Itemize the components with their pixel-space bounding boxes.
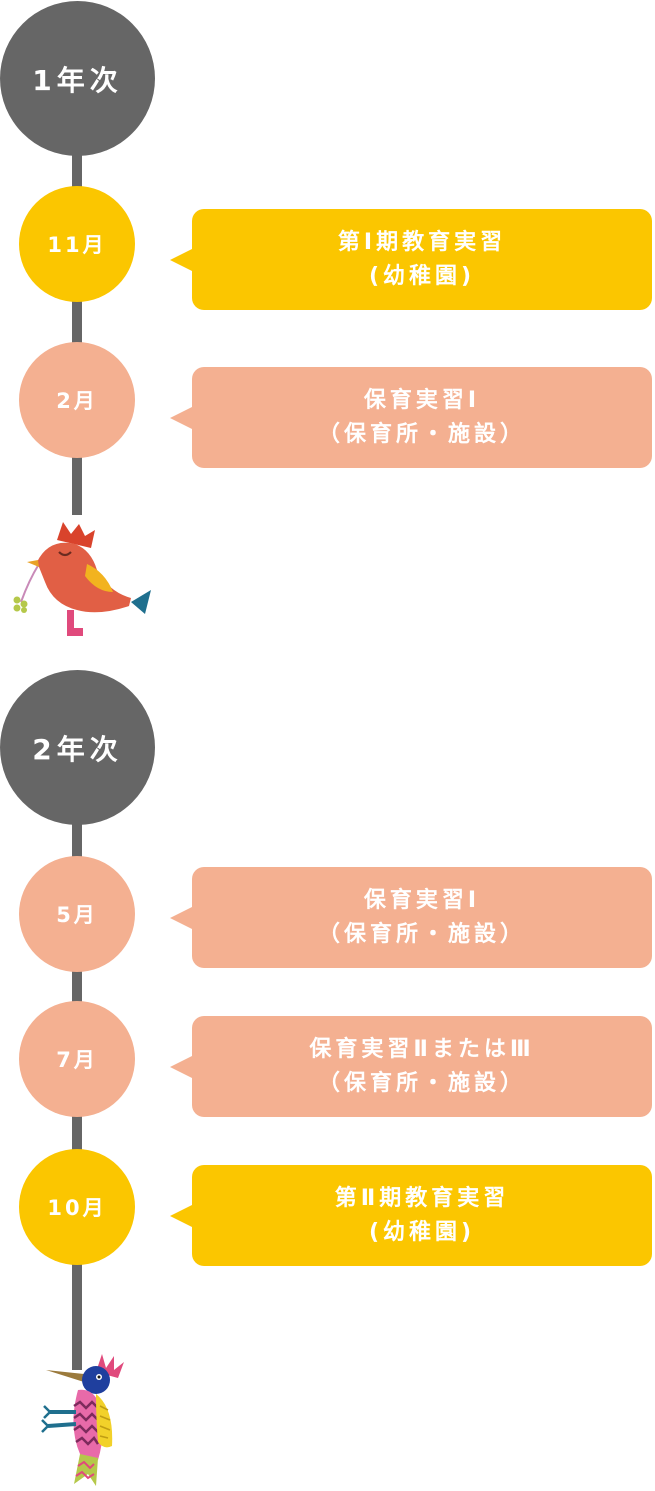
month-circle-year2-2: 10月 [19,1149,135,1265]
event-bubble-year2-0: 保育実習Ⅰ （保育所・施設） [170,867,652,968]
year2-circle: 2年次 [0,670,155,825]
month-label: 5月 [56,903,98,927]
event-bubble-year2-1: 保育実習ⅡまたはⅢ （保育所・施設） [170,1016,652,1117]
month-label: 2月 [56,389,98,413]
timeline-line-year1 [72,140,82,515]
event-title: 保育実習Ⅰ [363,387,481,413]
event-subtitle: (幼稚園) [368,263,476,289]
month-circle-year1-0: 11月 [19,186,135,302]
event-title: 保育実習ⅡまたはⅢ [309,1036,535,1062]
event-bubble-year1-0: 第Ⅰ期教育実習 (幼稚園) [170,209,652,310]
event-title: 第Ⅰ期教育実習 [337,229,507,255]
event-title: 第Ⅱ期教育実習 [334,1185,510,1211]
event-subtitle: （保育所・施設） [317,421,526,447]
event-subtitle: （保育所・施設） [317,921,526,947]
event-subtitle: （保育所・施設） [317,1070,526,1096]
month-circle-year2-0: 5月 [19,856,135,972]
month-label: 7月 [56,1048,98,1072]
chicken-bird-icon [13,522,151,636]
month-label: 10月 [47,1196,107,1220]
woodpecker-bird-icon [41,1354,124,1486]
year1-label: 1年次 [32,63,123,97]
event-subtitle: (幼稚園) [368,1219,476,1245]
event-title: 保育実習Ⅰ [363,887,481,913]
month-circle-year2-1: 7月 [19,1001,135,1117]
year2-label: 2年次 [32,732,123,766]
month-label: 11月 [47,233,107,257]
event-bubble-year2-2: 第Ⅱ期教育実習 (幼稚園) [170,1165,652,1266]
event-bubble-year1-1: 保育実習Ⅰ （保育所・施設） [170,367,652,468]
year1-circle: 1年次 [0,1,155,156]
month-circle-year1-1: 2月 [19,342,135,458]
